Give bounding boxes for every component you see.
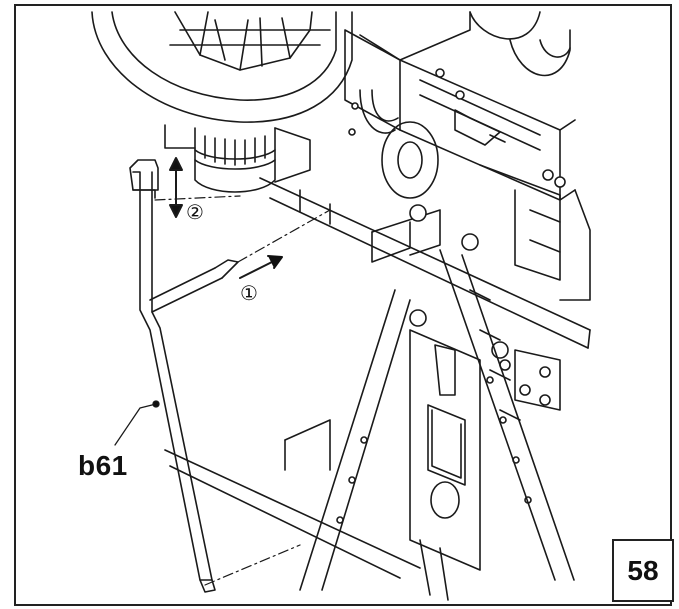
page-number: 58: [612, 539, 674, 602]
step-2-marker: ②: [186, 202, 204, 224]
tool-b61: [129, 159, 239, 593]
arrow-step-2: [169, 157, 183, 218]
lower-crossbar: [164, 419, 421, 579]
cross-beam: [259, 177, 591, 349]
part-label: b61: [78, 450, 128, 481]
step-1-marker: ①: [240, 283, 258, 305]
lower-equipment: [409, 329, 561, 601]
fan-housing: [91, 11, 353, 123]
bolts: [348, 68, 566, 359]
figure-border: [14, 4, 672, 606]
part-leader-line: [114, 400, 160, 446]
arrow-step-1: [239, 255, 283, 279]
machine-block: [344, 11, 591, 301]
pipe-flange: [359, 89, 439, 199]
motor: [164, 124, 311, 193]
frame-legs: [299, 249, 575, 591]
alignment-lines: [154, 195, 331, 586]
